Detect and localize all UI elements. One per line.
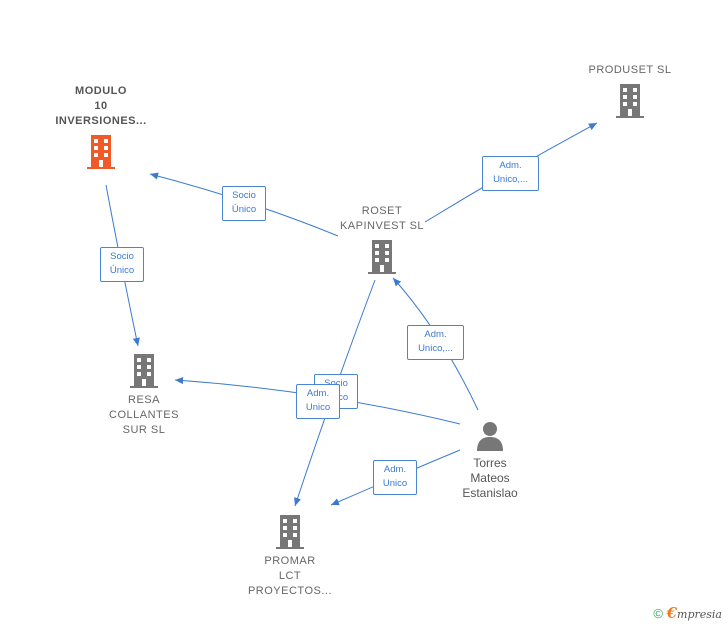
- brand-footer: © €mpresia: [653, 604, 722, 622]
- company-label: MODULO 10 INVERSIONES...: [55, 85, 147, 127]
- person-node-torres[interactable]: Torres Mateos Estanislao: [440, 420, 540, 501]
- company-node-promar[interactable]: PROMAR LCT PROYECTOS...: [230, 515, 350, 599]
- company-label: PROMAR LCT PROYECTOS...: [247, 555, 333, 597]
- building-icon: [616, 84, 644, 118]
- edge-label-torres-roset[interactable]: Adm. Unico,...: [407, 325, 464, 360]
- brand-logo-mark: €: [666, 604, 678, 622]
- company-label: PRODUSET SL: [588, 64, 672, 76]
- edge-label-modulo-resa[interactable]: Socio Único: [100, 247, 144, 282]
- building-icon: [130, 354, 158, 388]
- person-icon: [477, 422, 503, 451]
- edge-label-roset-produset[interactable]: Adm. Unico,...: [482, 156, 539, 191]
- brand-logo-text: mpresia: [677, 608, 722, 621]
- company-node-produset[interactable]: PRODUSET SL: [570, 63, 690, 118]
- edge-label-roset-modulo[interactable]: Socio Único: [222, 186, 266, 221]
- company-node-modulo[interactable]: MODULO 10 INVERSIONES...: [40, 84, 162, 169]
- building-icon: [368, 240, 396, 274]
- company-label: ROSET KAPINVEST SL: [339, 205, 425, 232]
- company-label: RESA COLLANTES SUR SL: [109, 394, 179, 436]
- building-icon: [276, 515, 304, 549]
- company-node-resa[interactable]: RESA COLLANTES SUR SL: [84, 354, 204, 438]
- company-node-roset[interactable]: ROSET KAPINVEST SL: [322, 204, 442, 274]
- edge-label-torres-resa[interactable]: Adm. Unico: [296, 384, 340, 419]
- building-icon: [87, 135, 115, 169]
- person-label: Torres Mateos Estanislao: [462, 456, 518, 500]
- copyright-icon: ©: [653, 606, 663, 621]
- edge-label-torres-promar[interactable]: Adm. Unico: [373, 460, 417, 495]
